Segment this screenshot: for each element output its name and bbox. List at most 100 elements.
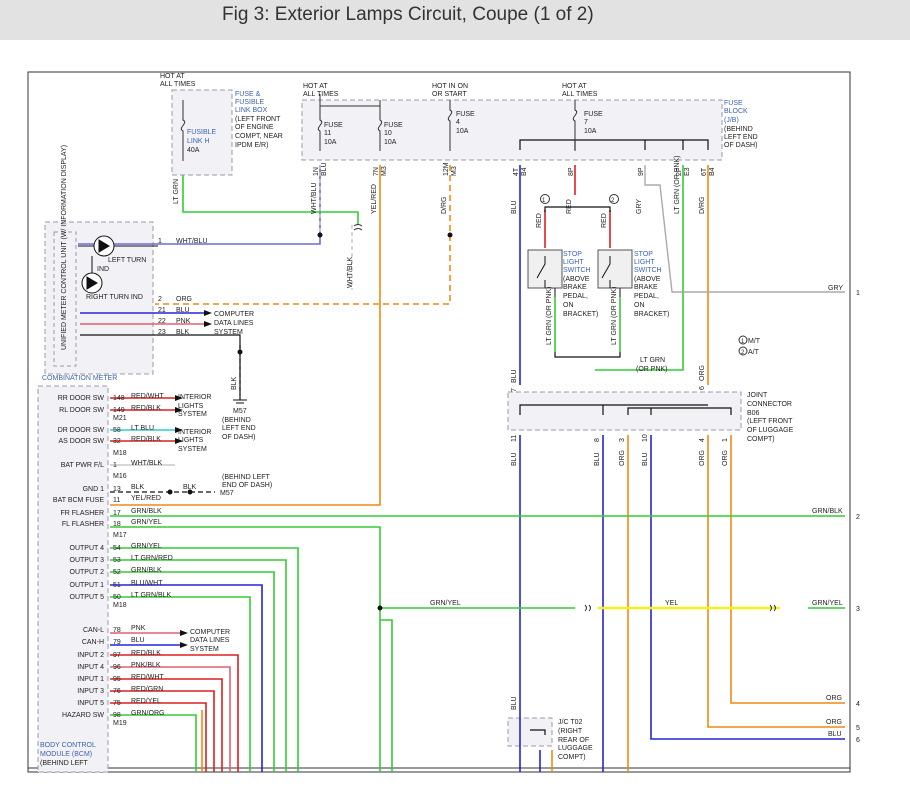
bcm-row-pin: 17 [113, 510, 121, 517]
fuse-block-pin: 9P [638, 167, 645, 176]
hot-at-all-times-1: HOT AT [160, 73, 185, 80]
arrow-computer-data-3 [180, 630, 188, 636]
legend-mt: M/T [748, 338, 761, 345]
bcm-row-pin: M18 [113, 602, 127, 609]
bcm-row-pin: 53 [113, 557, 121, 564]
combination-meter-label: COMBINATION METER [42, 375, 117, 382]
fuse-block-wire: GRY [636, 199, 643, 214]
m57-ground-label: OF DASH) [222, 434, 255, 441]
yel-label: YEL [665, 600, 678, 607]
bcm-row-pin: 78 [113, 627, 121, 634]
fuse-10-symbol [377, 100, 383, 151]
blk-label: BLK [231, 376, 238, 390]
fuse-block-wire: YEL/RED [371, 184, 378, 214]
interior-lights-label: LIGHTS [178, 403, 204, 410]
wire-red-grn-input3 [110, 690, 215, 772]
interior-lights-label-2: INTERIOR [178, 429, 211, 436]
stop-switch-2-label: ON [634, 302, 645, 309]
stop-switch-1-label: (ABOVE [563, 276, 590, 283]
jc-t02-label: J/C T02 [558, 719, 582, 726]
joint-connector-pin: 11 [511, 435, 518, 442]
stop-switch-1-label: SWITCH [563, 267, 591, 274]
fusebox-label: LINK BOX [235, 107, 268, 114]
ref-5: 5 [856, 725, 860, 732]
cm-pin: 22 [158, 318, 166, 325]
left-turn-label: IND [97, 266, 109, 273]
fusebox-label: COMPT, NEAR [235, 133, 283, 140]
bcm-row-pin: 1 [113, 462, 117, 469]
bcm-row-wire: GRN/YEL [131, 519, 162, 526]
inline-connector-icon [584, 604, 591, 612]
bcm-row-wire: PNK/BLK [131, 662, 161, 669]
bcm-row-name: OUTPUT 4 [70, 545, 105, 552]
bcm-row-pin: M16 [113, 473, 127, 480]
fusible-link-h-symbol [180, 100, 186, 161]
bcm-row-pin: 54 [113, 545, 121, 552]
bcm-row-wire: GRN/BLK [131, 508, 162, 515]
circle-marker-2-text: 2 [611, 198, 615, 204]
ref-3: 3 [856, 606, 860, 613]
bcm-row-pin: M21 [113, 415, 127, 422]
joint-connector-label: COMPT) [747, 436, 775, 443]
bcm-row-wire: GRN/ORG [131, 710, 164, 717]
splice-dot [317, 232, 323, 238]
joint-connector-bus-2 [627, 407, 732, 415]
wire-red-yel-input5 [110, 702, 207, 772]
fuse-11-symbol [317, 100, 323, 151]
bcm-row-name: HAZARD SW [62, 712, 104, 719]
cm-pin: 1 [158, 238, 162, 245]
bcm-row-name: INPUT 3 [77, 688, 104, 695]
bcm-row-name: AS DOOR SW [58, 438, 104, 445]
umcu-inner-box [53, 231, 77, 367]
right-turn-led-glyph [86, 276, 98, 290]
wire-ltgrn-red-output3 [110, 559, 287, 772]
splice-dot [377, 605, 383, 611]
cm-wire: PNK [176, 318, 191, 325]
fusible-link-box [171, 89, 233, 176]
inline-connector-icon [353, 224, 363, 231]
fuse-4-label: 10A [456, 128, 469, 135]
wire-grn-yel-fl-flasher [110, 526, 575, 609]
joint-connector-label: JOINT [747, 392, 768, 399]
fusebox-label: (LEFT FRONT [235, 116, 281, 123]
bcm-row-wire: BLU/WHT [131, 580, 163, 587]
page-title: Fig 3: Exterior Lamps Circuit, Coupe (1 … [222, 4, 594, 25]
splice-dot [167, 489, 173, 495]
joint-connector-wire: BLU [594, 452, 601, 466]
joint-connector-wire: BLU [511, 452, 518, 466]
jc-t02-bus [530, 729, 546, 735]
fuse-block-connector: B4 [521, 167, 528, 176]
gry-label: GRY [828, 285, 843, 292]
splice-dot [187, 489, 193, 495]
wire-pnk-blk-input4 [110, 666, 231, 772]
hot-in-on-or-start: HOT IN ON [432, 83, 468, 90]
fuse-block-wire: LT GRN (OR PNK) [674, 156, 681, 214]
bcm-row-pin: M19 [113, 720, 127, 727]
wire-ltgrn-2p [595, 165, 684, 371]
fuse-block-pin: 8P [568, 167, 575, 176]
stop-switch-2-label: BRACKET) [634, 311, 669, 318]
bcm-row-pin: 50 [113, 594, 121, 601]
legend-marker-1-text: 1 [741, 339, 745, 345]
ltgrn-pnk-label: (OR PNK) [636, 366, 668, 373]
joint-connector-bus [519, 404, 708, 415]
joint-connector-pin: 7 [511, 388, 518, 392]
behind-left-label: (BEHIND LEFT [222, 474, 271, 481]
bcm-row-wire: YEL/RED [131, 495, 161, 502]
fuse-block-pin: 1N [313, 167, 320, 176]
fusible-link-label: LINK H [187, 138, 210, 145]
fuse-block-pin: 2P [676, 167, 683, 176]
bcm-row-pin: 51 [113, 582, 121, 589]
ref-1: 1 [856, 290, 860, 297]
joint-connector-label: B06 [747, 410, 760, 417]
bcm-label: MODULE (BCM) [40, 751, 92, 758]
bcm-row-wire: RED/WHT [131, 674, 164, 681]
wire-gry [644, 165, 845, 293]
bcm-row-wire: BLK [131, 484, 145, 491]
wire-wht-blu-turn [78, 165, 321, 245]
computer-data-lines-label: DATA LINES [214, 320, 254, 327]
stop-switch-2-box [597, 249, 633, 289]
fusebox-label: FUSIBLE [235, 99, 265, 106]
interior-lights-label: INTERIOR [178, 394, 211, 401]
bcm-row-pin: 18 [113, 521, 121, 528]
